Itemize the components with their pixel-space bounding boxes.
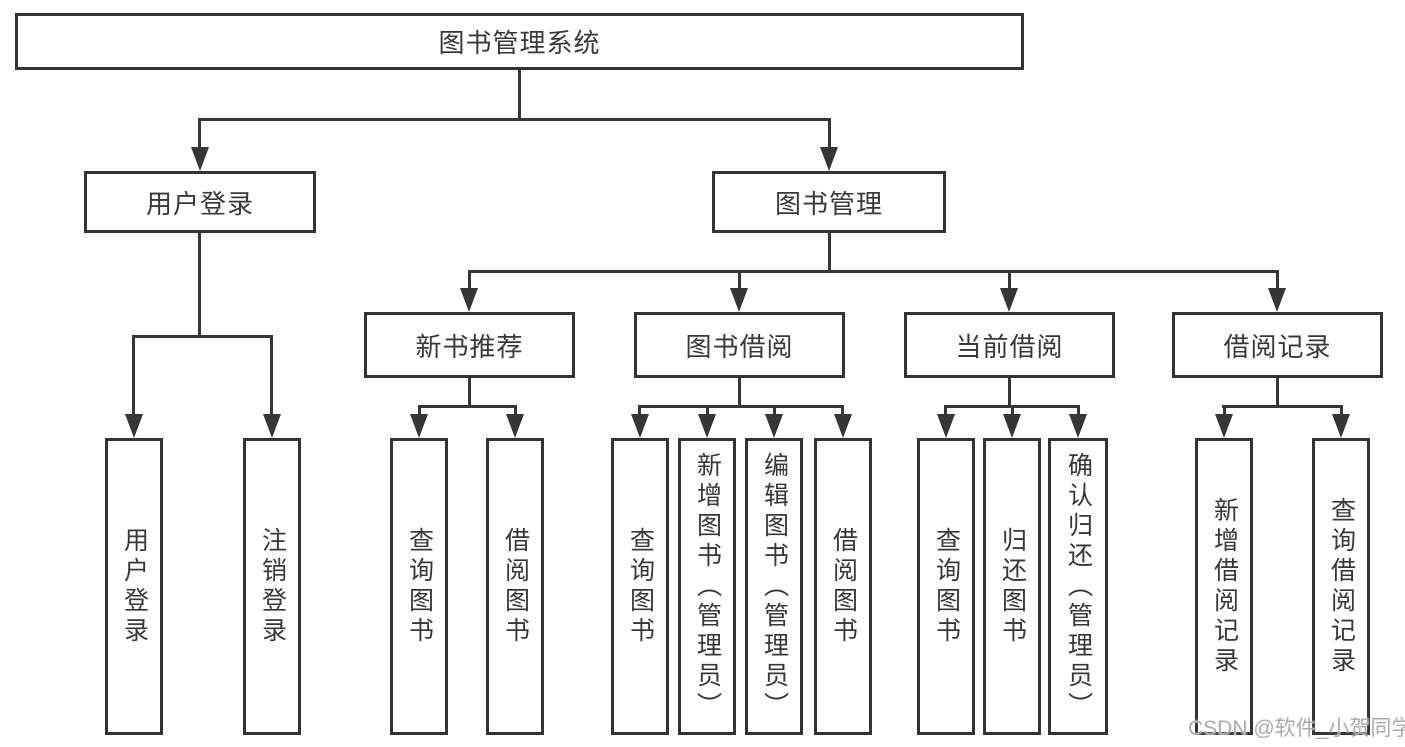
connector-line xyxy=(638,405,641,417)
arrow-down-icon xyxy=(125,414,143,438)
node-label: 图书借阅 xyxy=(685,331,794,362)
arrow-down-icon xyxy=(460,288,478,312)
arrow-down-icon xyxy=(820,147,838,171)
connector-line xyxy=(773,405,776,417)
node-leaf-user-login: 用户登录 xyxy=(105,438,163,735)
node-leaf-logout: 注销登录 xyxy=(243,438,301,735)
connector-line xyxy=(1077,405,1080,417)
connector-line xyxy=(1222,405,1343,408)
connector-line xyxy=(418,405,421,417)
node-leaf-query-borrow-record: 查询借阅记录 xyxy=(1312,438,1370,735)
connector-line xyxy=(1008,378,1011,408)
connector-line xyxy=(706,405,709,417)
node-label: 新增借阅记录 xyxy=(1210,496,1239,677)
connector-line xyxy=(132,335,273,338)
node-label: 借阅图书 xyxy=(501,526,530,647)
node-leaf-borrow-books-recommend: 借阅图书 xyxy=(486,438,544,735)
arrow-down-icon xyxy=(834,414,852,438)
connector-line xyxy=(1223,405,1226,417)
connector-line xyxy=(514,405,517,417)
node-leaf-confirm-return-admin: 确认归还（管理员） xyxy=(1048,438,1108,735)
arrow-down-icon xyxy=(506,414,524,438)
csdn-watermark: CSDN @软件_小贺同学 xyxy=(1188,717,1405,740)
arrow-down-icon xyxy=(698,414,716,438)
connector-line xyxy=(1008,270,1011,292)
connector-line xyxy=(198,118,201,150)
node-leaf-borrow-books: 借阅图书 xyxy=(814,438,872,735)
connector-line xyxy=(1340,405,1343,417)
connector-line xyxy=(841,405,844,417)
connector-line xyxy=(1011,405,1014,417)
arrow-down-icon xyxy=(937,414,955,438)
node-leaf-query-books-recommend: 查询图书 xyxy=(390,438,448,735)
node-label: 归还图书 xyxy=(998,526,1027,647)
connector-line xyxy=(468,270,471,292)
node-label: 编辑图书（管理员） xyxy=(760,451,789,722)
node-label: 查询借阅记录 xyxy=(1327,496,1356,677)
node-book-borrowing: 图书借阅 xyxy=(634,312,845,378)
arrow-down-icon xyxy=(1069,414,1087,438)
node-user-login-group: 用户登录 xyxy=(84,171,316,233)
node-new-book-recommendation: 新书推荐 xyxy=(364,312,575,378)
arrow-down-icon xyxy=(631,414,649,438)
connector-line xyxy=(418,405,517,408)
connector-line xyxy=(198,118,831,121)
connector-line xyxy=(1276,378,1279,408)
node-label: 借阅记录 xyxy=(1223,331,1332,362)
arrow-down-icon xyxy=(765,414,783,438)
node-leaf-add-book-admin: 新增图书（管理员） xyxy=(678,438,736,735)
node-label: 查询图书 xyxy=(932,526,961,647)
arrow-down-icon xyxy=(1003,414,1021,438)
node-label: 借阅图书 xyxy=(829,526,858,647)
connector-line xyxy=(828,232,831,273)
connector-line xyxy=(944,405,947,417)
connector-line xyxy=(828,118,831,150)
node-borrowing-records: 借阅记录 xyxy=(1172,312,1383,378)
connector-line xyxy=(1276,270,1279,292)
node-label: 查询图书 xyxy=(626,526,655,647)
connector-line xyxy=(132,335,135,415)
connector-line xyxy=(468,378,471,408)
arrow-down-icon xyxy=(730,288,748,312)
node-leaf-add-borrow-record: 新增借阅记录 xyxy=(1195,438,1253,735)
node-label: 确认归还（管理员） xyxy=(1064,451,1093,722)
node-label: 当前借阅 xyxy=(955,331,1064,362)
node-leaf-query-books-current: 查询图书 xyxy=(917,438,975,735)
node-leaf-query-books-borrowing: 查询图书 xyxy=(611,438,669,735)
node-book-management: 图书管理 xyxy=(712,171,946,233)
connector-line xyxy=(468,270,1279,273)
arrow-down-icon xyxy=(1268,288,1286,312)
arrow-down-icon xyxy=(1215,414,1233,438)
connector-line xyxy=(638,405,844,408)
node-label: 新书推荐 xyxy=(415,331,524,362)
node-current-borrowing: 当前借阅 xyxy=(904,312,1115,378)
node-library-management-system: 图书管理系统 xyxy=(15,13,1024,70)
arrow-down-icon xyxy=(1332,414,1350,438)
connector-line xyxy=(738,270,741,292)
connector-line xyxy=(518,69,521,121)
node-leaf-edit-book-admin: 编辑图书（管理员） xyxy=(745,438,803,735)
node-label: 注销登录 xyxy=(258,526,287,647)
node-leaf-return-books: 归还图书 xyxy=(983,438,1041,735)
arrow-down-icon xyxy=(191,147,209,171)
node-label: 用户登录 xyxy=(120,526,149,647)
connector-line xyxy=(738,378,741,408)
node-label: 新增图书（管理员） xyxy=(693,451,722,722)
arrow-down-icon xyxy=(410,414,428,438)
node-label: 图书管理系统 xyxy=(438,28,601,58)
connector-line xyxy=(270,335,273,415)
connector-line xyxy=(198,232,201,338)
node-label: 查询图书 xyxy=(405,526,434,647)
node-label: 图书管理 xyxy=(774,188,883,219)
node-label: 用户登录 xyxy=(145,188,254,219)
arrow-down-icon xyxy=(1000,288,1018,312)
arrow-down-icon xyxy=(263,414,281,438)
